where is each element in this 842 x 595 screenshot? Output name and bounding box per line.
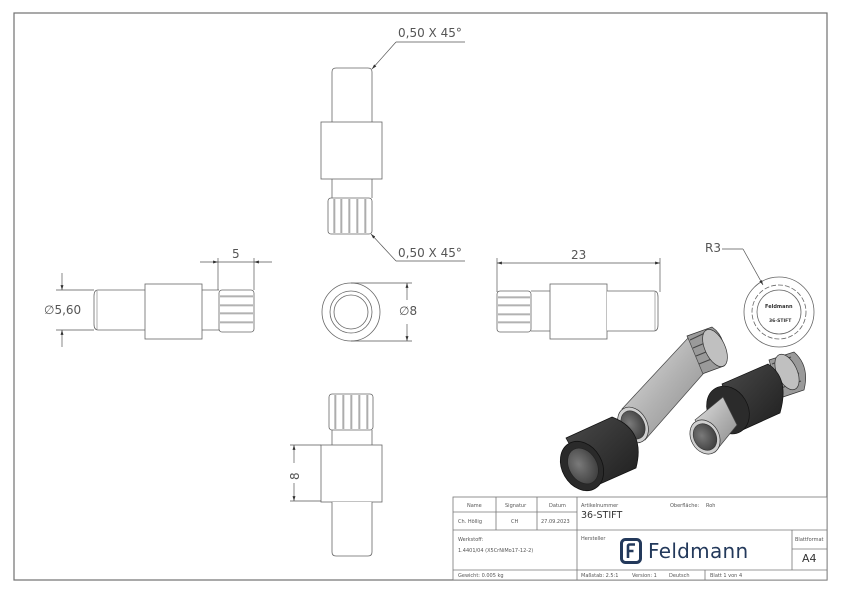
tb-name-value: Ch. Höllig (458, 519, 482, 525)
feldmann-logo-icon (620, 538, 642, 564)
radius-leader (722, 248, 764, 286)
tb-signature-value: CH (511, 519, 519, 525)
dim-collar-length (290, 444, 321, 502)
tb-material-value: 1.4401/04 (X5CrNiMo17-12-2) (458, 548, 534, 554)
tb-article-label: Artikelnummer (581, 503, 619, 509)
dim-knurl-length (200, 258, 272, 290)
tb-version: Version: 1 (632, 573, 657, 579)
tb-surface-label: Oberfläche: (670, 503, 700, 509)
chamfer-label-bottom: 0,50 X 45° (398, 246, 462, 260)
right-view (496, 283, 659, 340)
end-view (321, 282, 381, 342)
tb-manufacturer-label: Hersteller (581, 536, 606, 542)
radius-label: R3 (705, 241, 721, 255)
tb-surface-value: Roh (706, 503, 716, 509)
title-block-grid (452, 496, 828, 581)
dim-shaft-diameter (56, 273, 94, 347)
tb-signature-label: Signatur (505, 503, 527, 509)
overall-length-label: 23 (571, 248, 587, 262)
tb-article-value: 36-STIFT (581, 510, 623, 521)
tb-sheet-number: Blatt 1 von 4 (710, 573, 743, 579)
tb-language: Deutsch (669, 573, 690, 579)
bottom-view (320, 393, 383, 557)
iso-part-left (559, 326, 728, 492)
chamfer-leader-bottom (370, 233, 465, 262)
left-view (93, 283, 255, 340)
chamfer-leader-top (371, 41, 465, 70)
isometric-view (559, 326, 806, 492)
tb-sheet-format-label: Blattformat (795, 537, 824, 543)
dim-overall-length (496, 258, 661, 292)
chamfer-label-top: 0,50 X 45° (398, 26, 462, 40)
tb-sheet-format-value: A4 (802, 552, 817, 565)
tb-name-label: Name (467, 503, 482, 509)
tb-weight: Gewicht: 0.005 kg (458, 573, 504, 579)
detail-end-marking (743, 276, 815, 348)
collar-diameter-label: ∅8 (399, 304, 418, 318)
brand-logo: Feldmann (620, 538, 748, 564)
shaft-diameter-label: ∅5,60 (44, 303, 82, 317)
tb-material-label: Werkstoff: (458, 537, 484, 543)
top-view (320, 67, 383, 235)
sheet-border (13, 12, 828, 581)
marking-article-text: 36-STIFT (769, 319, 792, 324)
collar-length-label: 8 (288, 472, 302, 480)
marking-brand-text: Feldmann (765, 304, 793, 310)
tb-date-label: Datum (549, 503, 566, 509)
tb-scale: Maßstab: 2.5:1 (581, 573, 619, 579)
dim-collar-diameter (351, 282, 412, 342)
tb-date-value: 27.09.2023 (541, 519, 570, 525)
knurl-length-label: 5 (232, 247, 240, 261)
brand-name: Feldmann (648, 539, 749, 563)
iso-part-right (689, 351, 806, 455)
